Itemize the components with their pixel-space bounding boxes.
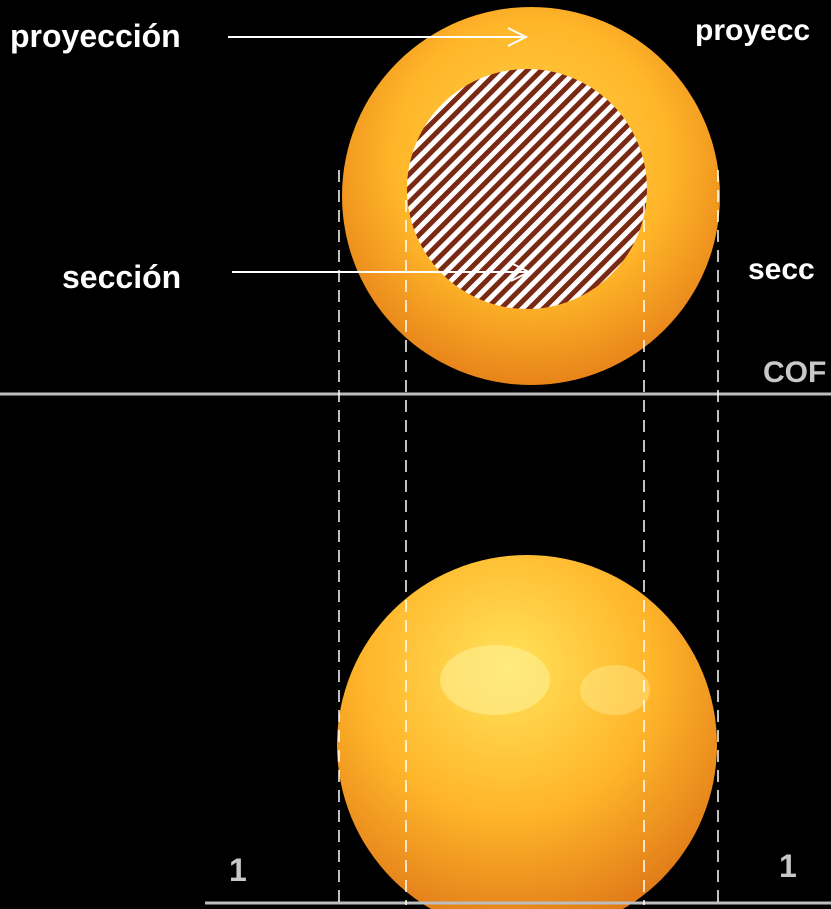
bottom-sphere-highlight-2 (580, 665, 650, 715)
label-number-left: 1 (229, 852, 247, 888)
projection-guides (338, 170, 719, 905)
bottom-sphere (337, 555, 717, 909)
arrow-seccion (232, 262, 532, 282)
label-cut: COF (763, 356, 827, 389)
section-hatched-disk (407, 69, 647, 309)
label-seccion-right: secc (748, 253, 815, 286)
label-proyeccion-left: proyección (10, 18, 181, 54)
arrow-proyeccion (228, 27, 529, 47)
label-proyeccion-right: proyecc (695, 14, 811, 47)
bottom-sphere-highlight (440, 645, 550, 715)
label-seccion-left: sección (62, 259, 182, 295)
label-number-right: 1 (779, 848, 797, 884)
